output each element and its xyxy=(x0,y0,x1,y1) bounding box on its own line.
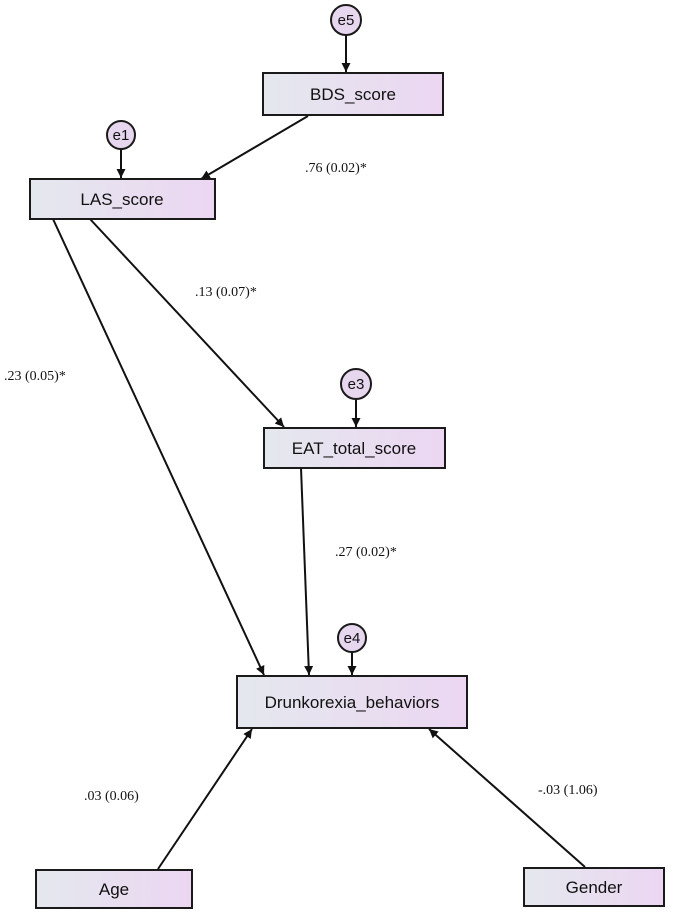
path-bds-to-las xyxy=(200,115,309,180)
error-e3-label: e3 xyxy=(348,376,365,393)
path-age-to-drunkorexia xyxy=(157,728,253,870)
error-e5: e5 xyxy=(330,4,362,36)
path-las-to-drunkorexia xyxy=(52,218,265,676)
node-age: Age xyxy=(35,869,193,909)
coef-las-eat: .13 (0.07)* xyxy=(195,285,257,300)
path-gender-to-drunkorexia xyxy=(428,728,586,868)
coef-eat-drunkorexia: .27 (0.02)* xyxy=(335,545,397,560)
node-las-score: LAS_score xyxy=(29,178,216,220)
node-gender: Gender xyxy=(523,867,665,907)
error-e1-label: e1 xyxy=(113,127,130,144)
coef-bds-las: .76 (0.02)* xyxy=(305,161,367,176)
node-drunkorexia-behaviors: Drunkorexia_behaviors xyxy=(236,675,468,729)
error-e5-label: e5 xyxy=(338,12,355,29)
node-eat-total-score: EAT_total_score xyxy=(263,427,446,469)
coef-gender-drunkorexia: -.03 (1.06) xyxy=(538,783,598,798)
node-age-label: Age xyxy=(99,880,129,899)
node-las-score-label: LAS_score xyxy=(80,190,163,209)
coef-las-drunkorexia: .23 (0.05)* xyxy=(4,369,66,384)
error-e4: e4 xyxy=(337,623,367,653)
node-bds-score-label: BDS_score xyxy=(310,85,396,104)
node-gender-label: Gender xyxy=(566,878,623,897)
node-eat-total-score-label: EAT_total_score xyxy=(292,439,416,458)
node-drunkorexia-behaviors-label: Drunkorexia_behaviors xyxy=(265,693,440,712)
error-e4-label: e4 xyxy=(344,630,361,647)
node-bds-score: BDS_score xyxy=(262,72,444,116)
error-e1: e1 xyxy=(106,120,136,150)
path-las-to-eat xyxy=(89,218,285,428)
error-e3: e3 xyxy=(340,368,372,400)
coef-age-drunkorexia: .03 (0.06) xyxy=(84,789,139,804)
path-eat-to-drunkorexia xyxy=(300,467,314,676)
